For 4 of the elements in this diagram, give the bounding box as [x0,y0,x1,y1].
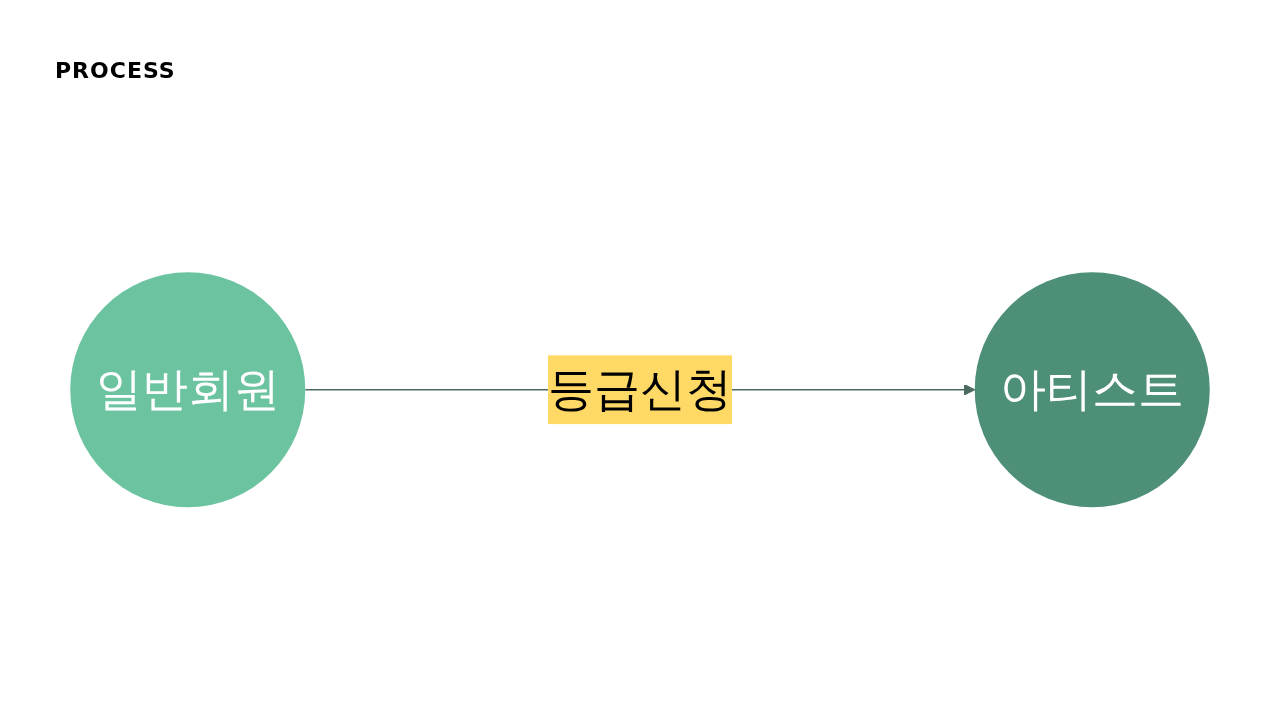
node-circle: 아티스트 [974,272,1210,508]
node-circle: 일반회원 [70,272,306,508]
edge-label: 등급신청 [548,363,732,416]
title: PROCESS [55,58,176,83]
